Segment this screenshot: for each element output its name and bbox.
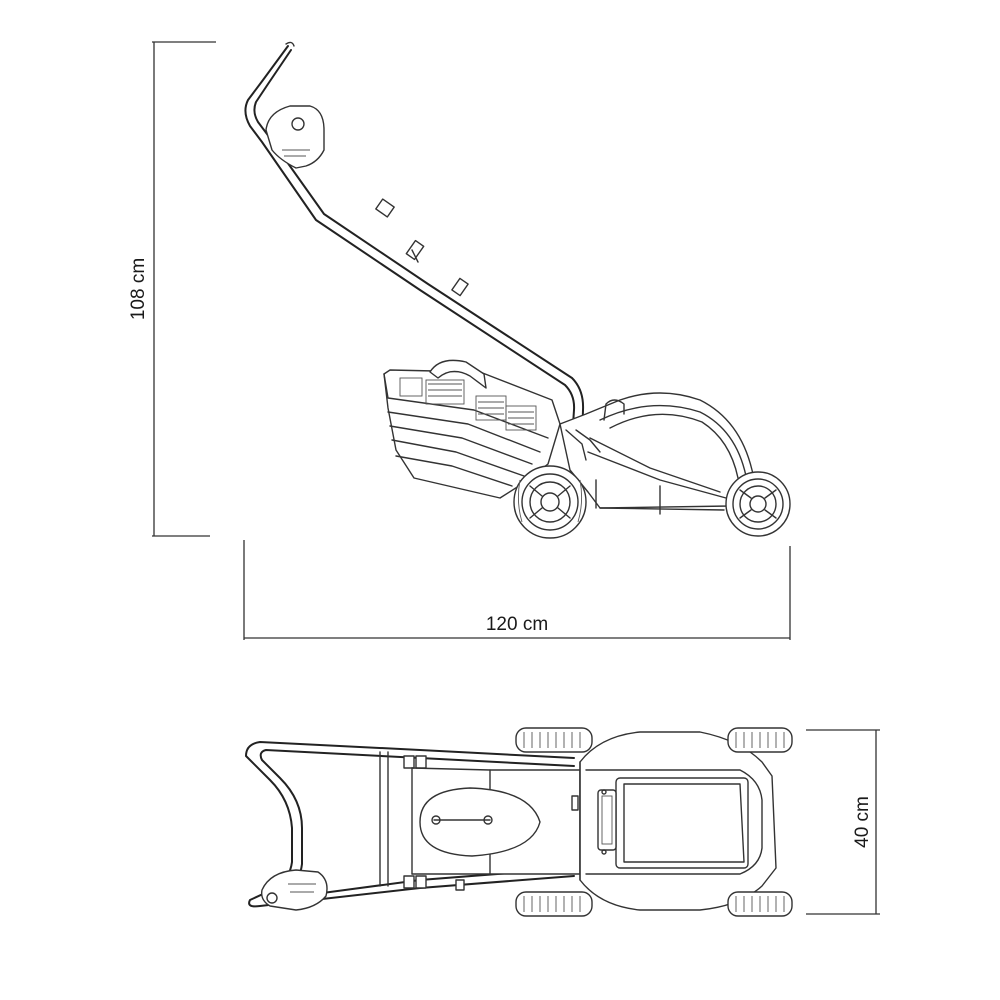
height-label: 108 cm xyxy=(128,258,149,320)
top-deck xyxy=(579,731,777,911)
width-label: 40 cm xyxy=(852,796,873,848)
top-wheel-rear-lower xyxy=(515,891,593,917)
side-deck xyxy=(559,392,757,515)
length-dimension: 120 cm xyxy=(243,540,791,640)
length-label: 120 cm xyxy=(486,614,548,635)
height-dimension: 108 cm xyxy=(128,41,216,537)
top-wheel-rear-upper xyxy=(515,727,593,753)
width-dimension: 40 cm xyxy=(806,729,880,915)
top-wheel-front-lower xyxy=(727,891,793,917)
side-handle-pivot xyxy=(565,429,587,461)
side-switch-box xyxy=(265,105,325,169)
side-handle xyxy=(244,41,585,441)
side-handle-clamps xyxy=(375,198,469,297)
side-grass-box xyxy=(383,359,561,499)
top-grass-box xyxy=(411,767,581,875)
side-view xyxy=(244,41,791,539)
side-rear-wheel xyxy=(513,465,587,539)
top-view xyxy=(245,727,793,917)
top-wheel-front-upper xyxy=(727,727,793,753)
top-switch-box xyxy=(260,869,328,911)
top-wheels xyxy=(515,727,793,917)
side-front-wheel xyxy=(725,471,791,537)
